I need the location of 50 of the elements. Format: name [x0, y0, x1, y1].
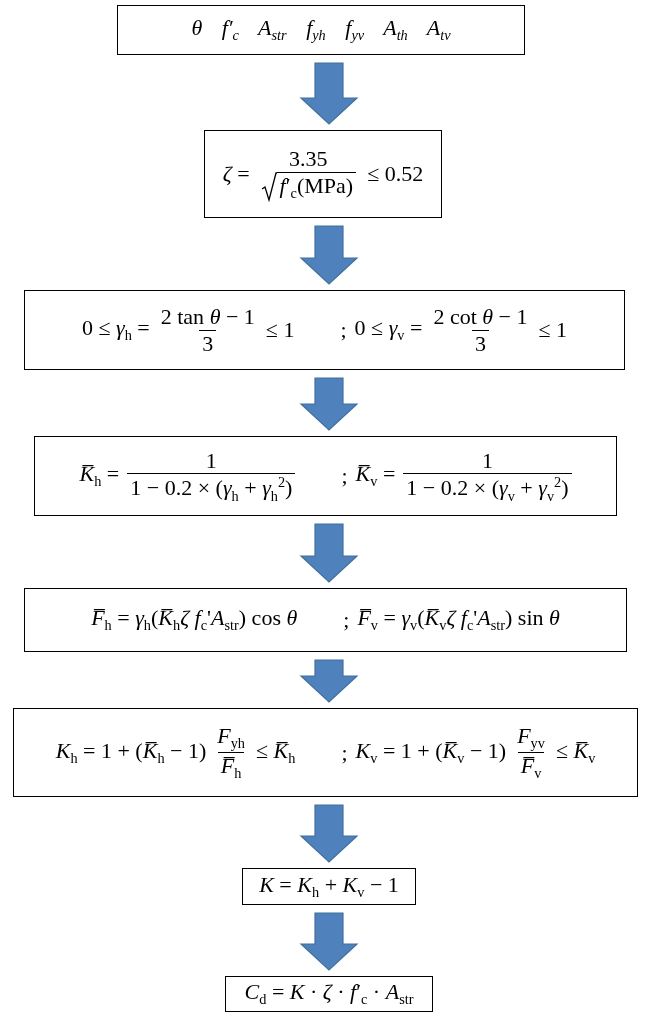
- denominator: 1 − 0.2 × (γ$_{h}$ + γ$_{h}$$^{2}$): [127, 473, 296, 505]
- denominator: 3: [199, 329, 217, 356]
- denominator: f′$_{c}$(MPa): [276, 171, 357, 202]
- denominator: 3: [471, 329, 489, 356]
- formula-text: F̅$_{h}$ = γ$_{h}$(K̅$_{h}$ζ f$_{c}$'A$_{str}$) cos θ: [91, 605, 298, 635]
- formula-text: F̅$_{v}$ = γ$_{v}$(K̅$_{v}$ζ f$_{c}$'A$_{str}$) sin θ: [357, 605, 560, 635]
- formula-box: [13, 708, 638, 797]
- numerator: 2 tan θ − 1: [159, 304, 256, 330]
- formula-text: ;: [343, 607, 350, 633]
- denominator: 1 − 0.2 × (γ$_{v}$ + γ$_{v}$$^{2}$): [403, 473, 572, 505]
- formula-text: ≤ K̅$_{v}$: [555, 737, 596, 768]
- block-arrow: [299, 377, 359, 431]
- block-arrow: [299, 912, 359, 971]
- formula-box: [24, 588, 627, 652]
- formula-box: [117, 5, 525, 55]
- formula-text: 0 ≤ γ$_{h}$ =: [81, 315, 150, 345]
- formula-box: [225, 976, 433, 1012]
- formula-text: ;: [341, 739, 348, 766]
- formula-text: ≤ 1: [265, 317, 295, 343]
- block-arrow: [299, 804, 359, 863]
- numerator: F$_{yh}$: [216, 723, 246, 752]
- formula-text: ;: [340, 317, 347, 343]
- formula-box: [34, 436, 617, 516]
- formula-text: ;: [341, 463, 348, 489]
- formula-text: ζ =: [222, 161, 250, 187]
- formula-box: [204, 130, 442, 218]
- numerator: F$_{yv}$: [516, 723, 546, 752]
- formula-text: ≤ 1: [538, 317, 568, 343]
- formula-text: C$_{d}$ = K · ζ · f′$_{c}$ · A$_{str}$: [244, 979, 414, 1009]
- block-arrow: [299, 523, 359, 583]
- numerator: 1: [204, 447, 218, 474]
- block-arrow: [299, 659, 359, 703]
- formula-text: K = K$_{h}$ + K$_{v}$ − 1: [259, 871, 399, 902]
- formula-text: θ f′$_{c}$ A$_{str}$ f$_{yh}$ f$_{yv}$ A$_{th}$ A$_{tv}$: [191, 15, 451, 45]
- formula-text: K̅$_{h}$ =: [79, 461, 120, 491]
- denominator: F̅$_{h}$: [217, 752, 245, 782]
- block-arrow: [299, 225, 359, 285]
- formula-box: [24, 290, 625, 370]
- denominator: F̅$_{v}$: [517, 752, 545, 782]
- formula-text: ≤ 0.52: [367, 161, 424, 187]
- formula-text: 0 ≤ γ$_{v}$ =: [354, 315, 423, 345]
- numerator: 3.35: [288, 146, 329, 172]
- formula-text: K$_{h}$ = 1 + (K̅$_{h}$ − 1): [55, 737, 207, 768]
- block-arrow: [299, 62, 359, 125]
- numerator: 2 cot θ − 1: [432, 304, 529, 330]
- formula-text: K̅$_{v}$ =: [355, 461, 396, 491]
- numerator: 1: [480, 447, 494, 474]
- formula-text: ≤ K̅$_{h}$: [256, 737, 296, 768]
- formula-box: [242, 868, 416, 905]
- formula-text: K$_{v}$ = 1 + (K̅$_{v}$ − 1): [355, 737, 507, 768]
